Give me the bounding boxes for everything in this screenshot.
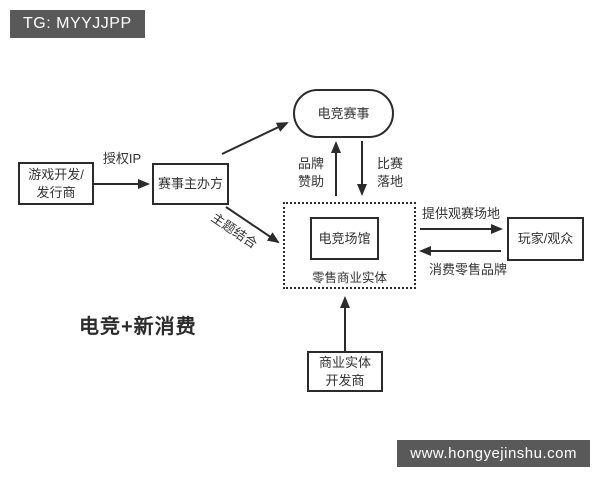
arrow-organizer-to-event [221,122,289,155]
edge-label-authorize-ip: 授权IP [102,151,142,166]
node-esports-venue: 电竞场馆 [310,217,379,260]
arrow-theme-combination [225,206,280,244]
node-players-audience: 玩家/观众 [507,217,584,261]
edge-label-consume-retail: 消费零售品牌 [428,262,507,277]
watermark-telegram-badge: TG: MYYJJPP [10,10,145,38]
watermark-website-badge: www.hongyejinshu.com [397,440,590,467]
diagram-title: 电竞+新消费 [79,316,197,338]
edge-label-brand-sponsorship: 品牌 赞助 [297,156,324,190]
node-event-organizer: 赛事主办方 [152,163,229,205]
edge-label-match-landing: 比赛 落地 [376,156,403,190]
node-game-developer: 游戏开发/ 发行商 [18,162,94,205]
node-retail-entity-container [283,202,416,289]
node-entity-developer: 商业实体 开发商 [307,351,383,392]
edge-label-provide-venue: 提供观赛场地 [421,206,500,221]
node-esports-event: 电竞赛事 [293,89,394,138]
node-retail-entity-label: 零售商业实体 [311,271,387,285]
